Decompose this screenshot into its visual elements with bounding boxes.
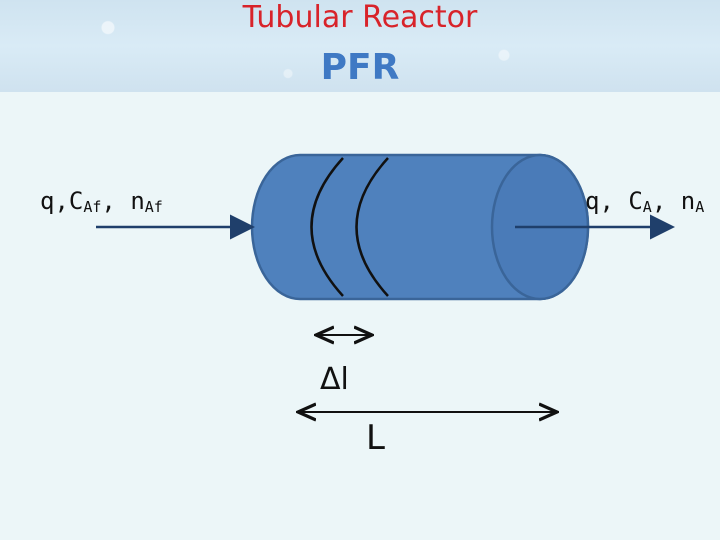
inlet-sep-text: , n	[101, 187, 145, 215]
page-title: Tubular Reactor	[242, 0, 478, 35]
inlet-moles-subscript: Af	[144, 198, 163, 216]
element-arc-right	[355, 157, 389, 297]
title-banner: Tubular Reactor PFR	[0, 0, 720, 92]
reactor-length-label: L	[366, 418, 385, 458]
outlet-flow-text: q, C	[585, 187, 643, 215]
outlet-moles-subscript: A	[695, 198, 705, 216]
outlet-conc-subscript: A	[642, 198, 652, 216]
inlet-label: q,CAf, nAf	[40, 186, 163, 222]
page-subtitle: PFR	[320, 47, 400, 88]
inlet-conc-subscript: Af	[83, 198, 102, 216]
element-length-label: Δl	[320, 362, 349, 397]
inlet-flow-text: q,C	[40, 187, 84, 215]
outlet-sep-text: , n	[651, 187, 696, 215]
outlet-label: q, CA, nA	[585, 186, 704, 222]
element-arc-left	[310, 157, 344, 297]
